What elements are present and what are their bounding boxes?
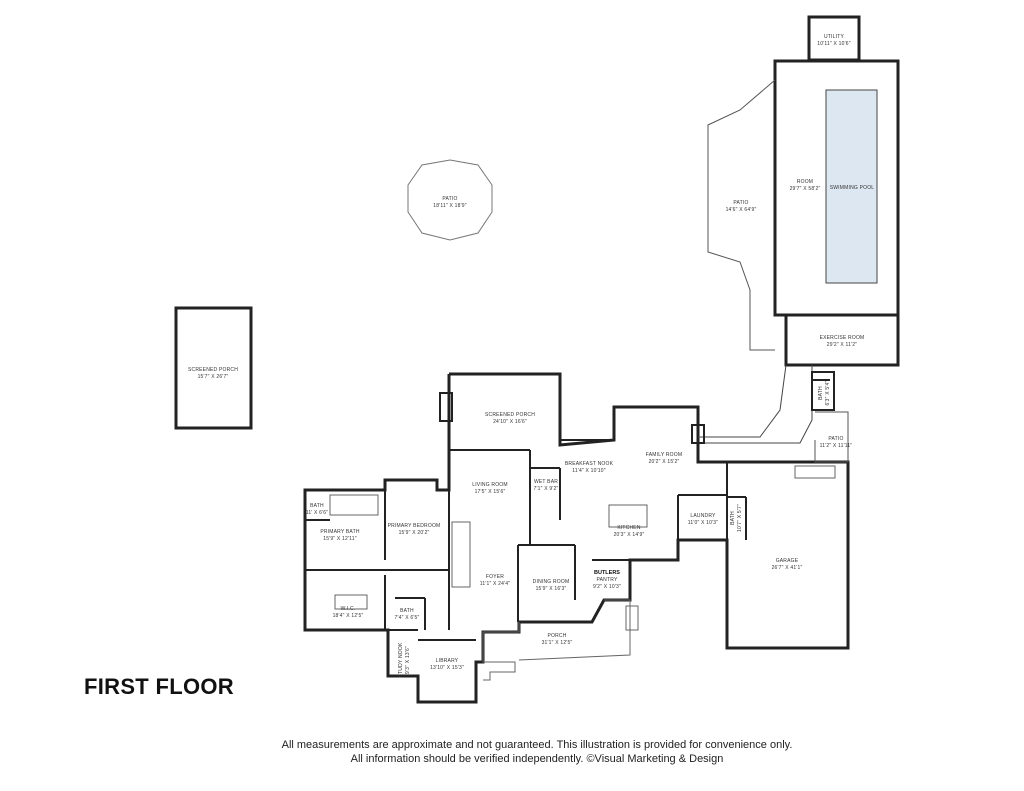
bath-exercise-outline	[811, 371, 835, 411]
family-room-size: 20'2" X 15'2"	[649, 459, 680, 465]
breezeway-outline-2	[698, 365, 813, 444]
butlers-pantry-name: BUTLERS	[594, 570, 620, 576]
library-name: LIBRARY	[436, 658, 459, 664]
butlers-pantry-size: 9'2" X 10'3"	[593, 584, 621, 590]
primary-bath-name: PRIMARY BATH	[320, 529, 360, 535]
porch-steps	[625, 605, 639, 631]
study-nook-size: 9'3" X 13'6"	[405, 646, 411, 674]
primary-bedroom-size: 15'9" X 20'2"	[399, 530, 430, 536]
breakfast-nook-name: BREAKFAST NOOK	[565, 461, 614, 467]
screened-porch-name: SCREENED PORCH	[485, 412, 535, 418]
living-room-size: 17'5" X 15'6"	[475, 489, 506, 495]
patio-small-name: PATIO	[828, 436, 843, 442]
bath-laundry-size: 10'7" X 5'7"	[737, 504, 743, 532]
wic-name: W.I.C.	[341, 606, 356, 612]
room-size: 29'7" X 58'2"	[790, 186, 821, 192]
foyer-size: 11'1" X 24'4"	[480, 581, 511, 587]
library-size: 13'10" X 15'3"	[430, 665, 464, 671]
wic-size: 18'4" X 12'5"	[333, 613, 364, 619]
garage-steps	[794, 465, 836, 479]
screened-porch-size: 24'10" X 16'6"	[493, 419, 527, 425]
swimming-pool-name: SWIMMING POOL	[830, 185, 875, 191]
tub	[329, 494, 379, 516]
wic-island	[334, 594, 368, 610]
kitchen-size: 20'3" X 14'9"	[614, 532, 645, 538]
patio-pool-size: 14'6" X 64'9"	[726, 207, 757, 213]
patio-round-size: 18'11" X 18'9"	[433, 203, 466, 209]
patio-round-name: PATIO	[442, 196, 457, 202]
butlers-pantry-name2: PANTRY	[596, 577, 617, 583]
kitchen-island	[608, 504, 648, 528]
patio-round-outline	[407, 159, 493, 241]
floor-title: FIRST FLOOR	[84, 674, 234, 699]
porch-right-outline	[518, 599, 631, 661]
kitchen-name: KITCHEN	[617, 525, 641, 531]
bath-wic-size: 7'4" X 6'5"	[395, 615, 420, 621]
exercise-room-outline	[784, 313, 900, 367]
family-room-name: FAMILY ROOM	[646, 452, 682, 458]
wet-bar-size: 7'1" X 9'2"	[534, 486, 559, 492]
utility-name: UTILITY	[824, 34, 844, 40]
patio-small-outline	[814, 411, 849, 463]
fireplace-fr	[691, 424, 705, 444]
room-name: ROOM	[797, 179, 813, 185]
foyer-name: FOYER	[486, 574, 504, 580]
dining-room-size: 15'9" X 16'3"	[536, 586, 567, 592]
screened-porch-detached-name: SCREENED PORCH	[188, 367, 238, 373]
stairs	[451, 521, 471, 588]
primary-bath-size: 15'9" X 12'11"	[323, 536, 356, 542]
living-room-name: LIVING ROOM	[472, 482, 508, 488]
bath-small-name: BATH	[818, 386, 824, 400]
breakfast-nook-size: 11'4" X 10'10"	[572, 468, 605, 474]
laundry-size: 11'0" X 10'3"	[688, 520, 719, 526]
bath-wic-name: BATH	[400, 608, 414, 614]
patio-pool-outline	[707, 79, 776, 351]
patio-small-size: 11'2" X 11'11"	[820, 443, 853, 449]
exercise-room-size: 29'2" X 11'2"	[827, 342, 858, 348]
utility-size: 10'11" X 10'6"	[817, 41, 850, 47]
patio-pool-name: PATIO	[733, 200, 748, 206]
wet-bar-name: WET BAR	[534, 479, 558, 485]
dining-room-name: DINING ROOM	[533, 579, 570, 585]
laundry-name: LAUNDRY	[690, 513, 716, 519]
breezeway-outline	[698, 364, 787, 438]
bath-master-top-size: 11' X 6'6"	[306, 510, 329, 516]
swimming-pool-outline	[825, 89, 878, 284]
study-nook-name: STUDY NOOK	[398, 642, 404, 677]
main-house-walls	[303, 372, 850, 704]
disclaimer: All measurements are approximate and not…	[0, 738, 1024, 766]
bath-laundry-name: BATH	[730, 511, 736, 525]
porch-size: 31'1" X 12'5"	[542, 640, 573, 646]
fireplace	[439, 392, 453, 422]
exercise-room-name: EXERCISE ROOM	[820, 335, 865, 341]
porch-name: PORCH	[547, 633, 566, 639]
disclaimer-line-2: All information should be verified indep…	[350, 753, 724, 765]
garage-size: 26'7" X 41'1"	[772, 565, 803, 571]
garage-name: GARAGE	[776, 558, 799, 564]
bath-master-top-name: BATH	[310, 503, 324, 509]
screened-porch-detached-size: 15'7" X 26'7"	[198, 374, 229, 380]
porch-outline	[482, 622, 520, 681]
bath-small-size: 6'3" X 5'4"	[825, 381, 831, 406]
primary-bedroom-name: PRIMARY BEDROOM	[388, 523, 441, 529]
screened-porch-detached-outline	[174, 306, 253, 430]
disclaimer-line-1: All measurements are approximate and not…	[281, 739, 793, 751]
